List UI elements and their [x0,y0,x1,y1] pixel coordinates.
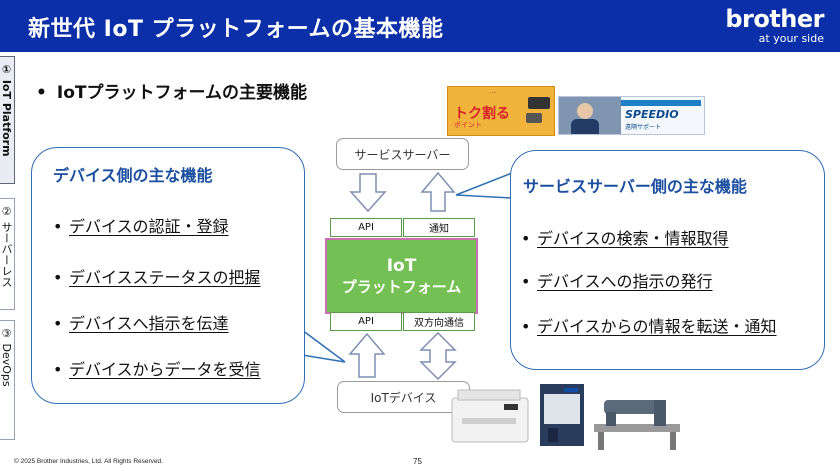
sewing-machine-icon [594,400,680,450]
list-item: •デバイスへ指示を伝達 [53,314,229,333]
promo-banner-points[interactable]: ···· トク割る ポイント [447,86,555,136]
bullet-dot: • [36,83,47,103]
heading-text: IoTプラットフォームの主要機能 [56,83,307,103]
promo-banner-speedio[interactable]: SPEEDIO 遠隔サポート [558,96,705,135]
list-item: •デバイスの認証・登録 [53,217,229,236]
tab-serverless[interactable]: ② サーバーレス [0,198,15,310]
banner-accent-bar [621,100,701,106]
list-item: •デバイスからデータを受信 [53,360,261,379]
person-body-icon [571,119,599,134]
platform-label-line1: IoT [386,256,417,276]
printer-thumbnail-icon [528,97,550,109]
notify-label: 通知 [403,218,475,237]
server-functions-callout [510,150,825,370]
list-item: •デバイスへの指示の発行 [521,272,713,291]
top-api-label: API [330,218,402,237]
tab-devops[interactable]: ③ DevOps [0,320,15,440]
server-functions-title: サービスサーバー側の主な機能 [523,177,747,196]
page-number: 75 [413,457,422,466]
left-callout-tail-outline [301,329,346,363]
service-server-box: サービスサーバー [336,138,469,170]
tab-label: ② サーバーレス [0,205,13,288]
printer-icon [451,389,529,443]
banner-subtitle: 遠隔サポート [625,124,662,131]
logo-wordmark: brother [725,5,824,33]
tab-label: ③ DevOps [0,327,13,387]
main-bullet-heading: • IoTプラットフォームの主要機能 [36,78,307,103]
banner-title: トク割る [454,106,510,122]
tab-iot-platform[interactable]: ① IoT Platform [0,56,15,184]
iot-devices-box: IoTデバイス [337,381,470,413]
bottom-api-label: API [330,312,402,331]
bidirectional-comm-label: 双方向通信 [403,312,475,331]
person-face-icon [577,103,593,119]
up-arrow-icon [348,332,386,378]
device-functions-callout [31,147,305,404]
right-callout-tail-outline [455,172,513,199]
bidirectional-arrow-icon [419,331,457,381]
device-photos [451,384,680,450]
device-functions-title: デバイス側の主な機能 [53,166,213,185]
up-arrow-icon [420,171,456,212]
slide-title: 新世代 IoT プラットフォームの基本機能 [28,17,444,42]
header-bar [0,0,840,52]
banner-subtitle: ポイント [454,121,482,129]
support-photo [559,97,621,134]
brother-logo: brother at your side [725,6,824,45]
copyright-notice: © 2025 Brother Industries, Ltd. All Righ… [14,458,163,465]
tab-label: ① IoT Platform [0,63,13,157]
banner-title: SPEEDIO [625,108,679,121]
device-thumbnail-icon [526,113,542,123]
down-arrow-icon [349,173,387,213]
list-item: •デバイスからの情報を転送・通知 [521,317,777,336]
banner-fineprint: ···· [490,90,497,96]
platform-label-line2: プラットフォーム [341,278,462,296]
logo-tagline: at your side [758,32,824,45]
machining-center-icon [540,384,584,446]
list-item: •デバイスの検索・情報取得 [521,229,729,248]
list-item: •デバイスステータスの把握 [53,268,261,287]
iot-platform-box: IoT プラットフォーム [325,238,478,314]
